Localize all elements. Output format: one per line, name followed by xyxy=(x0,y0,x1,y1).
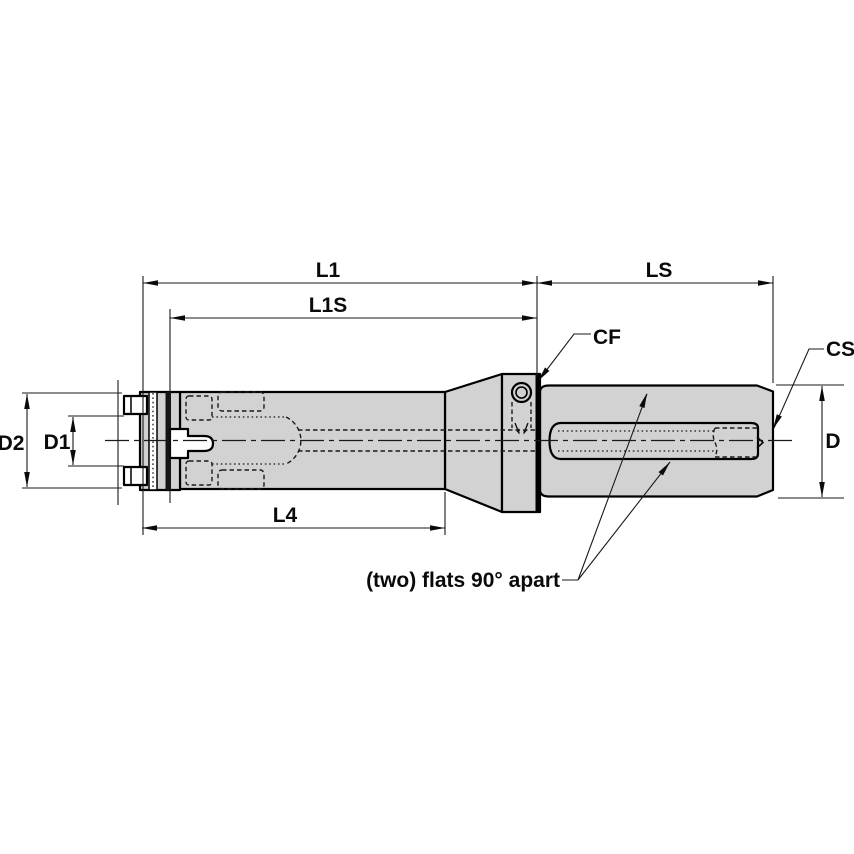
insert-bottom xyxy=(122,465,149,487)
callout-cf: CF xyxy=(538,326,621,381)
label-cs: CS xyxy=(826,338,854,361)
dimension-l4: L4 xyxy=(142,504,445,531)
callout-cs: CS xyxy=(773,338,854,429)
callout-flats: (two) flats 90° apart xyxy=(366,393,671,592)
clamp-screw-hex xyxy=(515,386,528,399)
ext-d1 xyxy=(68,415,124,467)
dimension-d: D xyxy=(819,386,841,497)
center-insert-pocket xyxy=(168,427,215,460)
contact-face-band xyxy=(535,374,541,512)
clamp-screw-socket xyxy=(515,386,528,399)
hidden-pocket-bottom xyxy=(185,460,213,486)
hidden-flute-top xyxy=(217,391,265,412)
ext-d2 xyxy=(22,392,122,489)
dimension-l1s: L1S xyxy=(170,294,537,321)
ext-d xyxy=(776,384,844,499)
label-l1: L1 xyxy=(316,259,341,282)
screw-hole-hidden xyxy=(511,402,532,428)
label-d1: D1 xyxy=(44,431,71,454)
dimension-d1: D1 xyxy=(44,417,76,465)
bore-point xyxy=(756,436,765,449)
dimension-l1: L1 xyxy=(143,259,537,286)
label-l4: L4 xyxy=(273,504,298,527)
insert-top xyxy=(122,394,149,416)
label-d: D xyxy=(825,430,840,453)
head-joint-band xyxy=(165,392,171,490)
label-flats-note: (two) flats 90° apart xyxy=(366,569,560,592)
hidden-coolant-bore-body xyxy=(298,429,536,452)
label-l1s: L1S xyxy=(309,294,348,317)
clamp-screw xyxy=(510,381,533,404)
hidden-lines xyxy=(185,391,765,490)
label-ls: LS xyxy=(646,259,673,282)
label-d2: D2 xyxy=(0,432,24,455)
hidden-flute-bottom xyxy=(217,469,265,490)
label-cf: CF xyxy=(593,326,621,349)
hidden-thread-runout xyxy=(712,427,718,458)
dimension-d2: D2 xyxy=(0,394,30,487)
taper-cone xyxy=(443,372,504,514)
drill-body-silhouette xyxy=(138,372,775,514)
hidden-pocket-top xyxy=(185,395,213,421)
hidden-counterbore xyxy=(212,416,286,465)
dimension-ls: LS xyxy=(537,259,773,286)
